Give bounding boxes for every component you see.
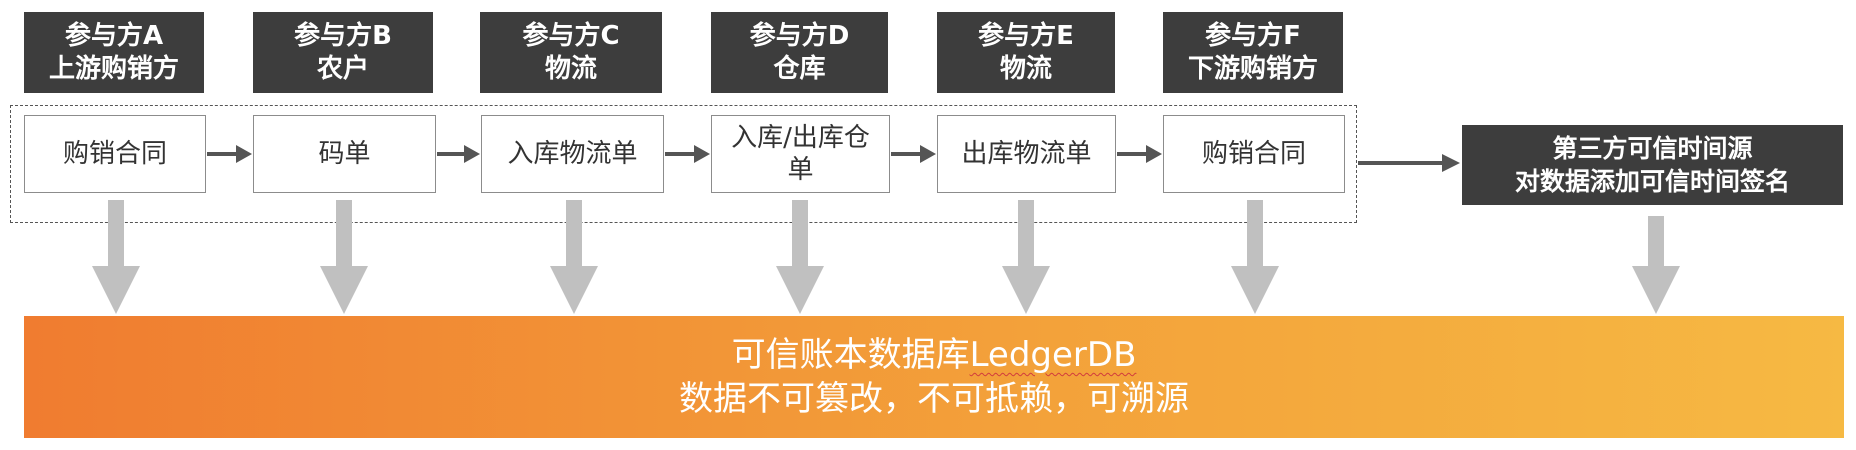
- ledger-db-name: LedgerDB: [969, 335, 1137, 375]
- party-name: 参与方A: [64, 20, 164, 51]
- down-arrow-f-icon: [1231, 200, 1279, 314]
- arrow-c-to-d-icon: [665, 145, 710, 163]
- party-name: 参与方D: [749, 20, 850, 51]
- party-name: 参与方C: [522, 20, 620, 51]
- ledger-db-bar: 可信账本数据库LedgerDB 数据不可篡改，不可抵赖，可溯源: [24, 316, 1844, 438]
- party-role: 物流: [999, 53, 1052, 84]
- arrow-b-to-c-icon: [437, 145, 480, 163]
- doc-box-b: 码单: [253, 115, 436, 193]
- ledger-properties: 数据不可篡改，不可抵赖，可溯源: [679, 379, 1189, 419]
- party-role: 上游购销方: [48, 53, 179, 84]
- arrow-d-to-e-icon: [891, 145, 936, 163]
- party-header-c: 参与方C 物流: [480, 12, 662, 93]
- doc-box-d: 入库/出库仓单: [711, 115, 890, 193]
- arrow-to-trusted-time-icon: [1358, 154, 1460, 172]
- down-arrow-a-icon: [92, 200, 140, 314]
- down-arrow-e-icon: [1002, 200, 1050, 314]
- trusted-time-source-desc: 对数据添加可信时间签名: [1514, 167, 1790, 196]
- doc-box-f: 购销合同: [1163, 115, 1345, 193]
- party-header-d: 参与方D 仓库: [711, 12, 888, 93]
- party-header-a: 参与方A 上游购销方: [24, 12, 204, 93]
- doc-box-a: 购销合同: [24, 115, 206, 193]
- down-arrow-c-icon: [550, 200, 598, 314]
- party-role: 下游购销方: [1187, 53, 1318, 84]
- party-role: 仓库: [773, 53, 826, 84]
- horizontal-arrows: [207, 145, 1460, 172]
- party-role: 农户: [316, 53, 369, 84]
- party-name: 参与方B: [294, 20, 392, 51]
- party-role: 物流: [544, 53, 597, 84]
- down-arrow-b-icon: [320, 200, 368, 314]
- ledger-title: 可信账本数据库LedgerDB: [732, 333, 1137, 377]
- trusted-time-source-title: 第三方可信时间源: [1552, 134, 1753, 163]
- party-name: 参与方F: [1205, 20, 1301, 51]
- party-header-b: 参与方B 农户: [253, 12, 433, 93]
- arrow-e-to-f-icon: [1117, 145, 1162, 163]
- document-flow-frame: [10, 105, 1357, 223]
- doc-box-c: 入库物流单: [481, 115, 664, 193]
- arrow-a-to-b-icon: [207, 145, 252, 163]
- doc-box-e: 出库物流单: [937, 115, 1116, 193]
- party-header-e: 参与方E 物流: [937, 12, 1115, 93]
- party-name: 参与方E: [978, 20, 1074, 51]
- trusted-time-source-box: 第三方可信时间源 对数据添加可信时间签名: [1462, 125, 1843, 205]
- vertical-arrows: [92, 200, 1680, 314]
- down-arrow-trusted-icon: [1632, 216, 1680, 314]
- down-arrow-d-icon: [776, 200, 824, 314]
- party-header-f: 参与方F 下游购销方: [1163, 12, 1343, 93]
- ledger-title-prefix: 可信账本数据库: [731, 335, 970, 375]
